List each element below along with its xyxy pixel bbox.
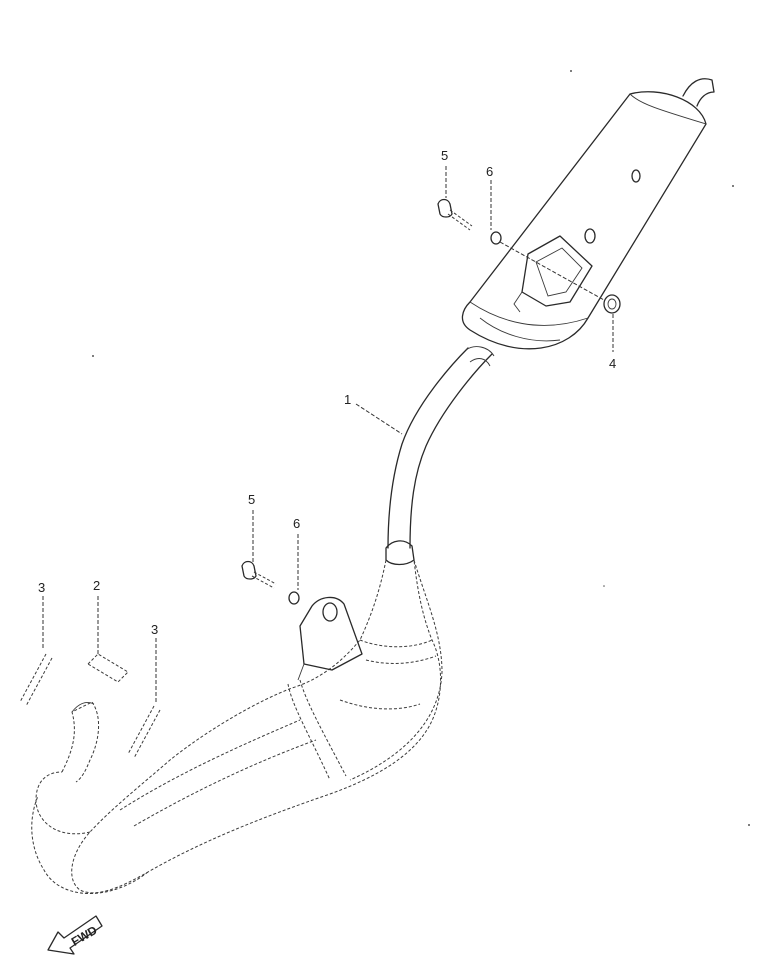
callout-6-upper: 6 (486, 164, 493, 179)
callout-3-left: 3 (38, 580, 45, 595)
spring-right (127, 705, 161, 759)
callout-3-right: 3 (151, 622, 158, 637)
fwd-label: FWD (69, 923, 100, 949)
callout-4: 4 (609, 356, 616, 371)
callout-5-upper: 5 (441, 148, 448, 163)
washer-lower (288, 591, 300, 605)
callout-5-lower: 5 (248, 492, 255, 507)
bolt-lower (241, 560, 277, 589)
bolt-upper (437, 198, 473, 231)
scan-specks (92, 70, 750, 826)
callout-6-lower: 6 (293, 516, 300, 531)
expansion-chamber (31, 540, 443, 894)
nut (603, 294, 621, 314)
spring-left (19, 653, 53, 707)
fwd-arrow-icon: FWD (47, 915, 103, 955)
connecting-pipe (387, 346, 495, 549)
gasket (87, 653, 129, 683)
lower-mount-bracket (297, 596, 363, 681)
leader-lines (42, 166, 614, 702)
silencer (461, 78, 715, 350)
washer-upper (490, 231, 502, 245)
callout-2: 2 (93, 578, 100, 593)
callout-1: 1 (344, 392, 351, 407)
